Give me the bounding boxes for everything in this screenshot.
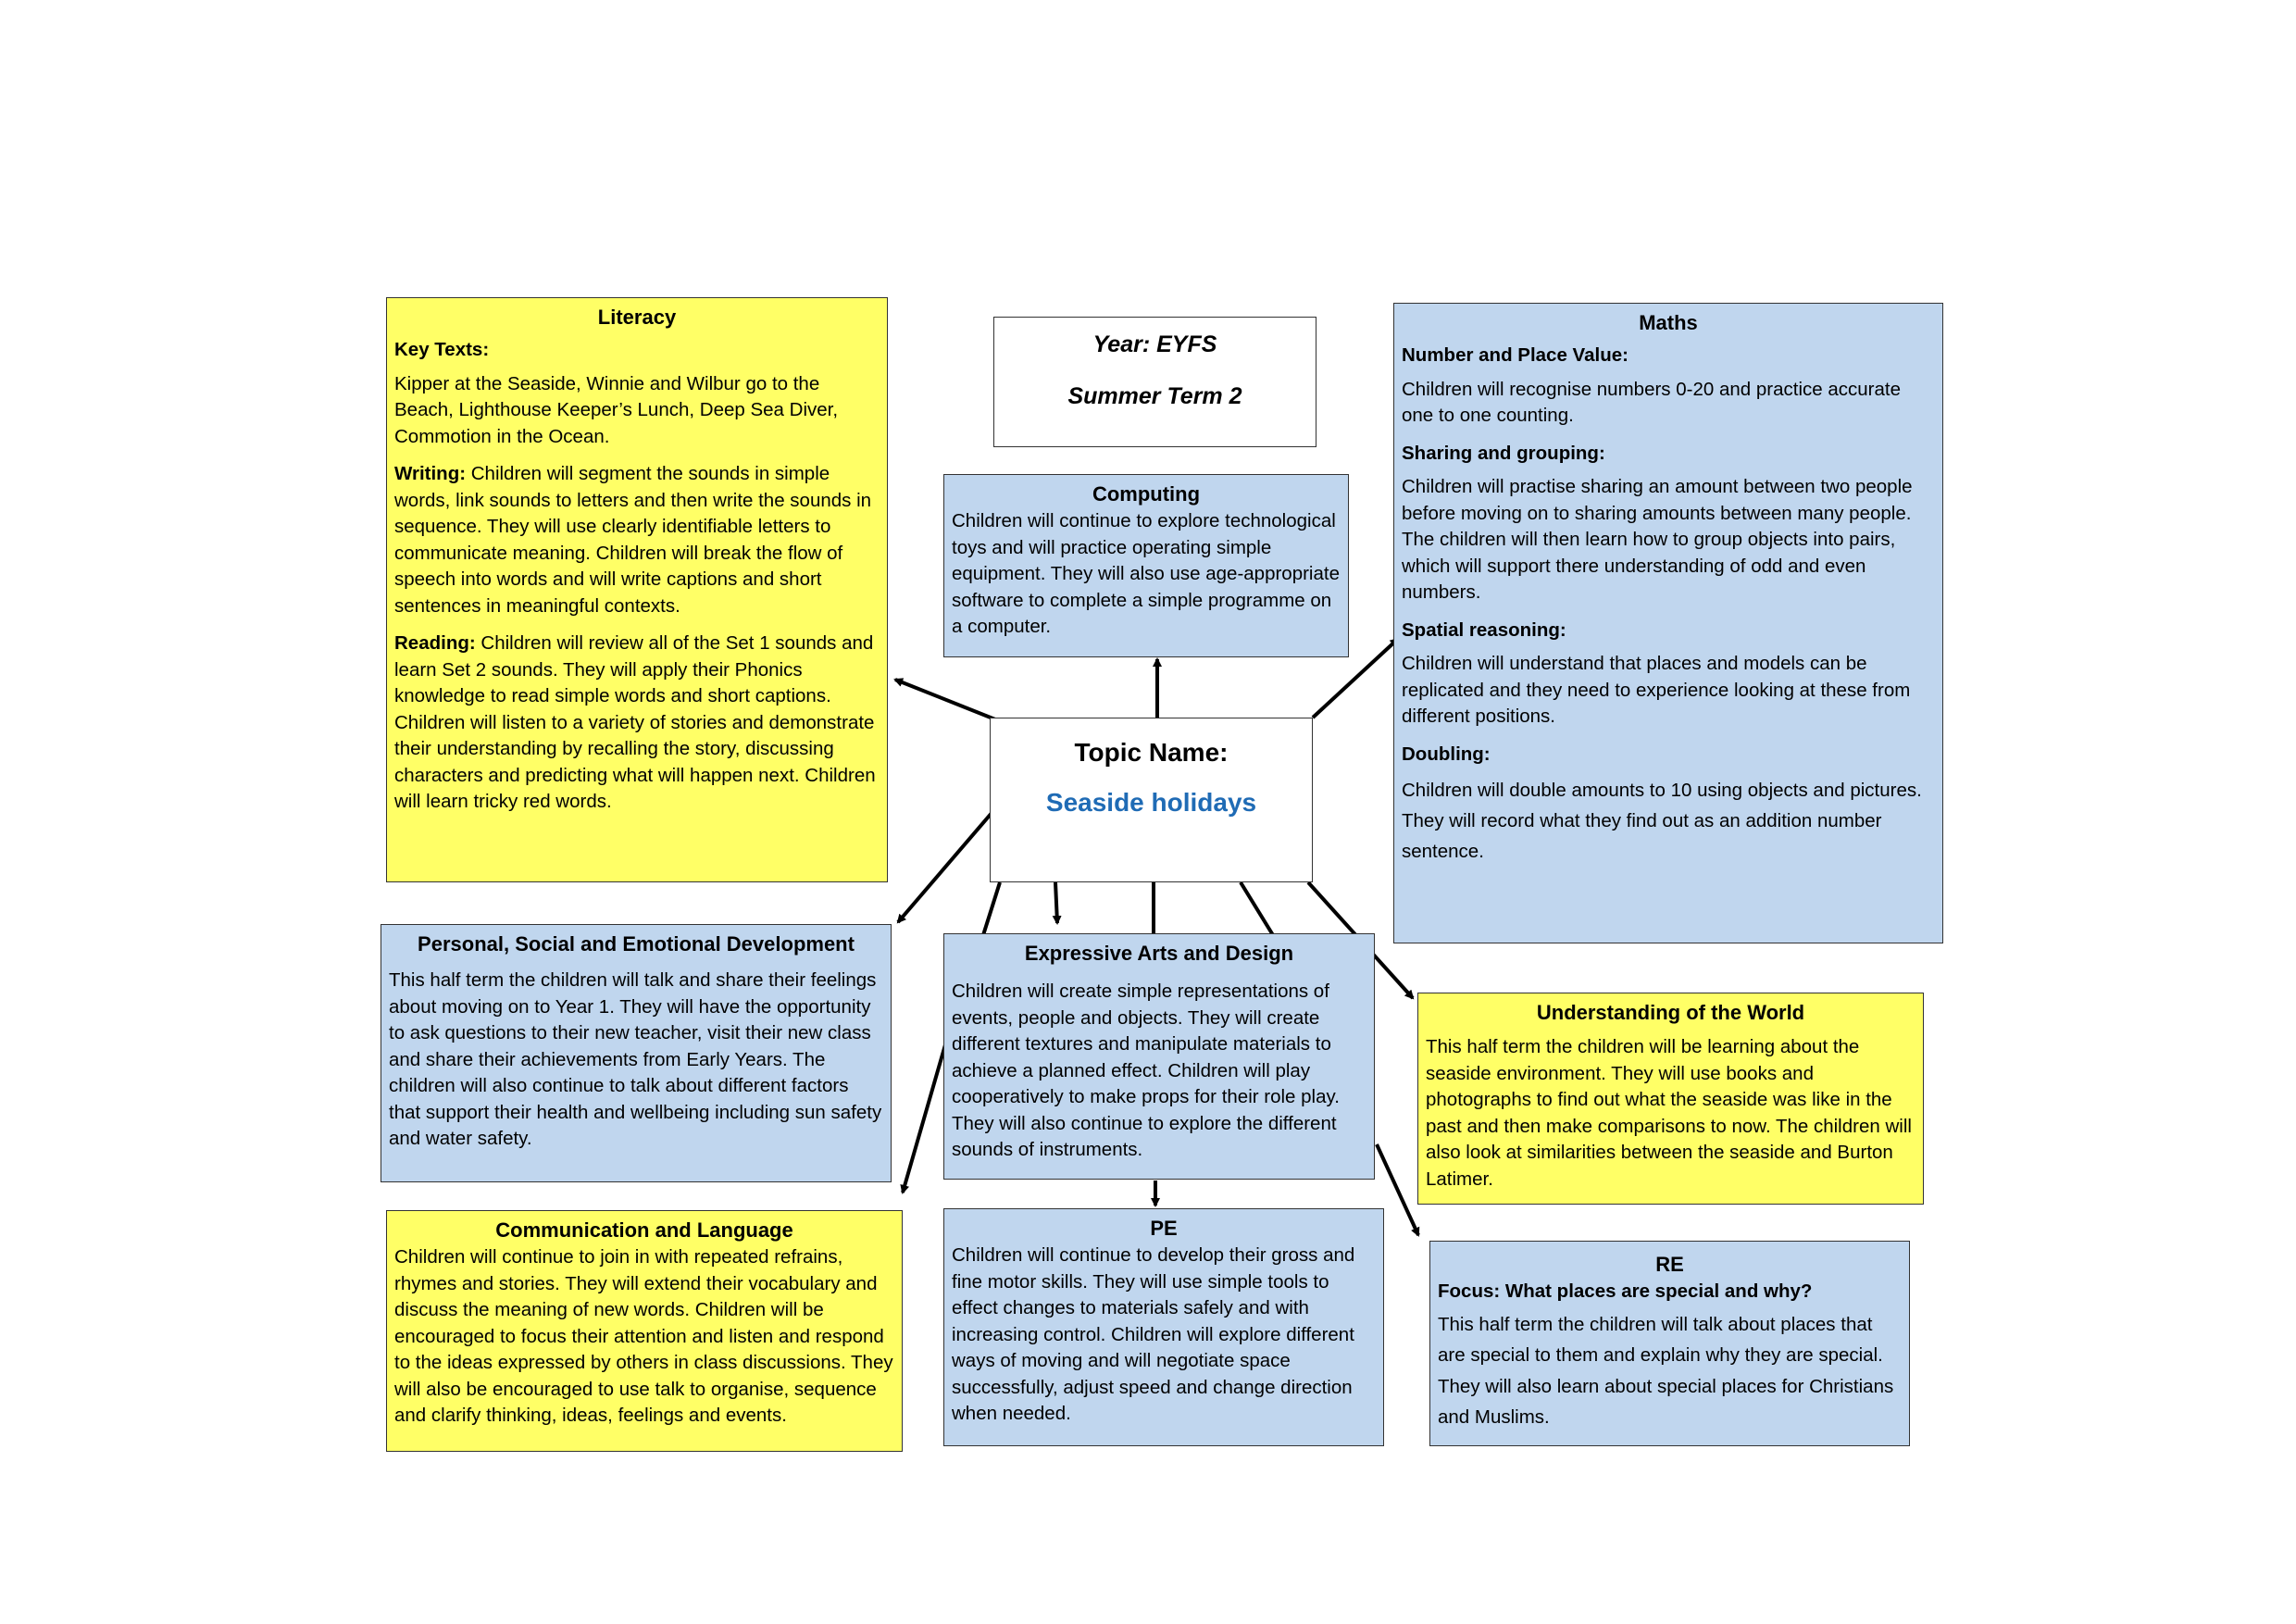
maths-s3-label: Spatial reasoning:: [1402, 618, 1566, 641]
utw-box: Understanding of the World This half ter…: [1417, 993, 1924, 1205]
computing-text: Children will continue to explore techno…: [952, 510, 1340, 637]
re-focus: Focus: What places are special and why?: [1438, 1280, 1813, 1302]
reading-paragraph: Reading: Children will review all of the…: [394, 631, 880, 816]
topic-label: Topic Name:: [1074, 738, 1229, 767]
key-texts: Kipper at the Seaside, Winnie and Wilbur…: [394, 372, 839, 447]
writing-paragraph: Writing: Children will segment the sound…: [394, 461, 880, 619]
arrow-to-re: [1375, 1143, 1420, 1237]
year-box: Year: EYFS Summer Term 2: [993, 317, 1316, 447]
psed-title: Personal, Social and Emotional Developme…: [418, 932, 855, 956]
arrow-to-literacy: [893, 678, 996, 721]
maths-s2-text: Children will practise sharing an amount…: [1402, 476, 1913, 603]
computing-title: Computing: [1092, 482, 1201, 506]
maths-s3-text: Children will understand that places and…: [1402, 653, 1911, 727]
psed-box: Personal, Social and Emotional Developme…: [381, 924, 892, 1182]
literacy-box: Literacy Key Texts: Kipper at the Seasid…: [386, 297, 888, 882]
topic-name: Seaside holidays: [1045, 788, 1257, 817]
pe-title: PE: [1150, 1217, 1178, 1240]
cl-text: Children will continue to join in with r…: [394, 1246, 893, 1426]
maths-title: Maths: [1639, 311, 1698, 334]
arrow-to-cl: [900, 1041, 948, 1194]
cl-title: Communication and Language: [495, 1218, 793, 1242]
maths-s1-label: Number and Place Value:: [1402, 344, 1628, 366]
cl-box: Communication and Language Children will…: [386, 1210, 903, 1452]
writing-text: Children will segment the sounds in simp…: [394, 463, 872, 617]
utw-text: This half term the children will be lear…: [1426, 1036, 1912, 1190]
pe-text: Children will continue to develop their …: [952, 1244, 1355, 1424]
term-label: Summer Term 2: [1067, 383, 1242, 409]
psed-text: This half term the children will talk an…: [389, 969, 882, 1149]
ead-text: Children will create simple representati…: [952, 981, 1340, 1160]
reading-label: Reading:: [394, 632, 476, 654]
line-to-ead-3: [1239, 881, 1275, 937]
line-to-ead-1: [981, 881, 1002, 936]
re-text: This half term the children will talk ab…: [1438, 1313, 1894, 1429]
maths-s4-text: Children will double amounts to 10 using…: [1402, 780, 1922, 862]
re-box: RE Focus: What places are special and wh…: [1429, 1241, 1910, 1446]
literacy-title: Literacy: [597, 306, 677, 329]
maths-s1-text: Children will recognise numbers 0-20 and…: [1402, 378, 1901, 427]
ead-title: Expressive Arts and Design: [1024, 942, 1294, 965]
computing-box: Computing Children will continue to expl…: [943, 474, 1349, 657]
arrow-to-maths: [1311, 637, 1400, 719]
pe-box: PE Children will continue to develop the…: [943, 1208, 1384, 1446]
ead-box: Expressive Arts and Design Children will…: [943, 933, 1375, 1180]
writing-label: Writing:: [394, 463, 467, 484]
reading-text: Children will review all of the Set 1 so…: [394, 632, 876, 812]
arrow-to-psed: [896, 810, 994, 924]
utw-title: Understanding of the World: [1536, 1001, 1805, 1024]
re-title: RE: [1655, 1253, 1684, 1276]
year-label: Year: EYFS: [1092, 331, 1217, 357]
arrow-to-ead: [1052, 881, 1062, 925]
topic-box: Topic Name: Seaside holidays: [990, 718, 1313, 882]
maths-s2-label: Sharing and grouping:: [1402, 442, 1605, 464]
maths-s4-label: Doubling:: [1402, 743, 1491, 765]
key-texts-label: Key Texts:: [394, 339, 490, 360]
maths-box: Maths Number and Place Value: Children w…: [1393, 303, 1943, 943]
